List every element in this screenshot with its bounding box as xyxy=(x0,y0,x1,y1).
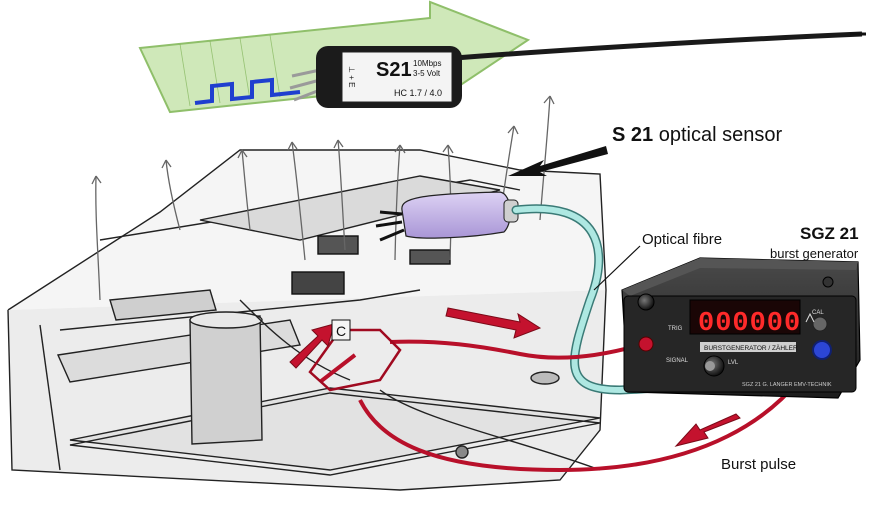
burst-generator-label: burst generator xyxy=(770,246,859,261)
device-brand: SGZ 21 G. LANGER EMV-TECHNIK xyxy=(742,382,832,388)
burst-pulse-label: Burst pulse xyxy=(721,456,797,473)
device-trig-label: TRIG xyxy=(668,326,683,332)
pin-c-box xyxy=(331,319,351,341)
red-arrow-field xyxy=(445,307,542,339)
sensor-label: S 21 optical sensor xyxy=(612,124,782,147)
sensor-pins xyxy=(289,68,321,102)
device-signal-label: SIGNAL xyxy=(666,358,689,364)
device-cal-socket[interactable] xyxy=(812,316,828,332)
sensor-model: S21 xyxy=(376,59,412,81)
device-display: 000000 xyxy=(698,309,801,339)
sensor-cable xyxy=(454,31,863,61)
pin-c-label: C xyxy=(336,323,346,339)
sgz21-device: 000000 BURSTGENERATOR / ZÄHLER TRIG SIGN… xyxy=(621,257,861,399)
sensor-label-bold: S 21 xyxy=(612,124,654,146)
sensor-rate: 10Mbps xyxy=(413,59,441,68)
device-knob-top[interactable] xyxy=(637,293,655,311)
burst-wires xyxy=(318,339,822,473)
fibre-label: Optical fibre xyxy=(642,231,723,248)
sensor-on-board xyxy=(375,191,519,242)
housing-sketch xyxy=(7,149,607,491)
device-pulse-symbol xyxy=(805,312,815,323)
s21-sensor-body: ⊥ + E S21 10Mbps 3-5 Volt HC 1.7 / 4.0 xyxy=(316,46,462,108)
device-top-socket[interactable] xyxy=(822,276,834,288)
device-cal-label: CAL xyxy=(812,310,824,316)
fibre-leader-line xyxy=(593,245,641,291)
pulse-waveform xyxy=(194,77,301,105)
device-red-socket[interactable] xyxy=(638,336,654,352)
sensor-hc: HC 1.7 / 4.0 xyxy=(394,88,442,98)
device-panel-title: BURSTGENERATOR / ZÄHLER xyxy=(704,344,798,352)
sgz21-label: SGZ 21 xyxy=(800,224,859,243)
sensor-pin-labels: ⊥ + E xyxy=(347,66,356,87)
device-blue-socket[interactable] xyxy=(812,340,832,360)
red-arrow-return xyxy=(674,413,741,447)
device-fibre-socket[interactable] xyxy=(705,361,715,371)
device-lvl-label: LVL xyxy=(728,360,739,366)
sensor-pointer-arrow xyxy=(508,146,608,176)
red-arrow-inject xyxy=(289,323,335,369)
field-lines xyxy=(91,95,555,301)
sensor-label-rest: optical sensor xyxy=(653,124,783,146)
sensor-volt: 3-5 Volt xyxy=(413,69,441,78)
